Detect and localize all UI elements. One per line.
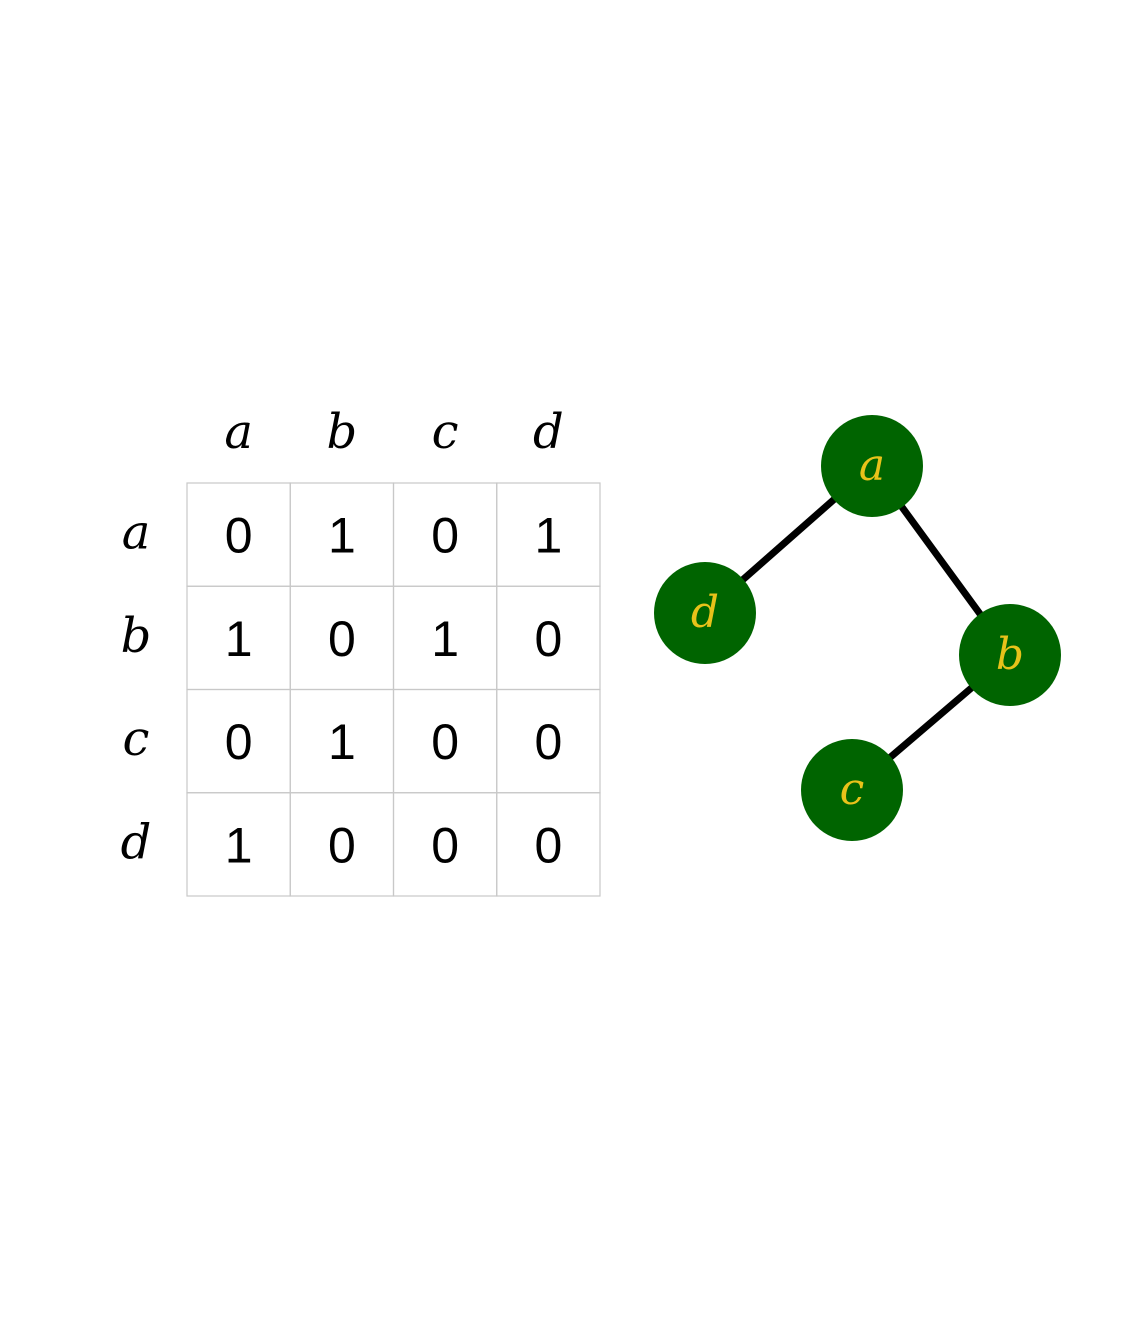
matrix-cell-value: 0 bbox=[431, 508, 459, 564]
matrix-cell-value: 0 bbox=[225, 714, 253, 770]
column-header: a bbox=[224, 404, 253, 460]
node-label: c bbox=[840, 764, 865, 815]
row-header: a bbox=[122, 505, 151, 561]
node-label: a bbox=[859, 440, 885, 491]
matrix-cell-value: 0 bbox=[534, 714, 562, 770]
node-label: b bbox=[996, 629, 1024, 680]
column-header: b bbox=[327, 404, 358, 460]
graph-nodes: a d b c bbox=[654, 415, 1061, 841]
row-header: b bbox=[121, 608, 152, 664]
node-c: c bbox=[801, 739, 903, 841]
matrix-cell-value: 1 bbox=[431, 611, 459, 667]
graph: a d b c bbox=[654, 415, 1061, 841]
column-header: d bbox=[533, 404, 564, 460]
node-b: b bbox=[959, 604, 1061, 706]
node-a: a bbox=[821, 415, 923, 517]
node-circle bbox=[821, 415, 923, 517]
matrix-cell-border bbox=[496, 792, 601, 897]
node-circle bbox=[959, 604, 1061, 706]
node-circle bbox=[801, 739, 903, 841]
matrix-cell-value: 0 bbox=[328, 611, 356, 667]
row-header: c bbox=[123, 711, 150, 767]
matrix-cell-value: 0 bbox=[328, 817, 356, 873]
matrix-cell-value: 0 bbox=[431, 817, 459, 873]
row-header: d bbox=[121, 814, 152, 870]
matrix-cell-value: 0 bbox=[534, 611, 562, 667]
node-label: d bbox=[691, 587, 719, 638]
matrix-cell-value: 0 bbox=[225, 508, 253, 564]
node-d: d bbox=[654, 562, 756, 664]
matrix-cell-value: 0 bbox=[431, 714, 459, 770]
matrix-cell-value: 1 bbox=[534, 508, 562, 564]
column-header: c bbox=[432, 404, 459, 460]
matrix-cell-value: 1 bbox=[225, 817, 253, 873]
matrix-cell-value: 1 bbox=[328, 508, 356, 564]
matrix-cell-value: 0 bbox=[534, 817, 562, 873]
node-circle bbox=[654, 562, 756, 664]
matrix-cell-value: 1 bbox=[225, 611, 253, 667]
matrix-cell-value: 1 bbox=[328, 714, 356, 770]
